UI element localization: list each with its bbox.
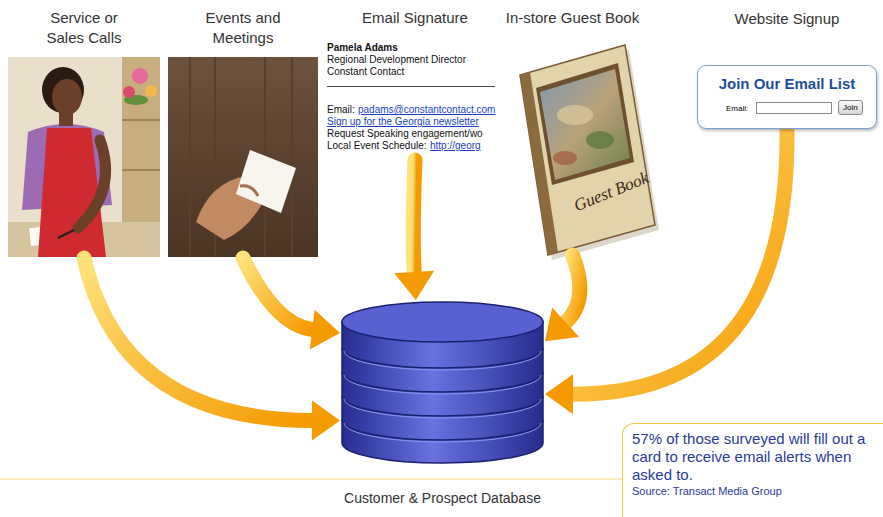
arrow-head (312, 400, 340, 440)
flow-arrow (243, 258, 340, 349)
arrow-head (310, 310, 340, 350)
signature-link: Sign up for the Georgia newsletter (327, 116, 479, 128)
guest-book-panel: In-store Guest BookGuest Book (500, 0, 645, 255)
database-cylinder-node: Customer & Prospect Database (340, 300, 545, 465)
sales-call-photo (8, 57, 160, 257)
source-panel: Events and Meetings (168, 0, 318, 258)
form-field-label: Email: (726, 104, 748, 114)
callout-text: 57% of those surveyed will fill out a ca… (632, 430, 873, 484)
arrow-shaft (573, 129, 787, 394)
signature-line: Request Speaking engagement/wo (327, 128, 483, 140)
flow-arrow (545, 129, 787, 414)
signature-field-label: Email: (327, 104, 355, 116)
arrow-shaft (413, 160, 415, 272)
email-input-field (756, 102, 832, 114)
source-heading: Events and Meetings (193, 8, 293, 48)
source-heading: In-store Guest Book (500, 8, 645, 28)
source-heading: Email Signature (325, 8, 505, 28)
flow-arrow (394, 160, 434, 300)
arrow-head (394, 271, 434, 300)
database-cylinder (340, 300, 545, 465)
flow-arrow (84, 258, 340, 440)
event-handshake-photo (168, 57, 318, 257)
arrow-head (545, 308, 579, 342)
signup-form-box: Website SignupJoin Our Email ListEmail:J… (697, 65, 877, 129)
source-heading: Website Signup (698, 9, 876, 29)
signature-title: Regional Development Director (327, 54, 466, 66)
form-title: Join Our Email List (698, 75, 876, 93)
signature-field-label: Local Event Schedule: (327, 140, 427, 152)
database-label: Customer & Prospect Database (344, 490, 541, 507)
arrow-shaft (566, 255, 580, 322)
signature-name: Pamela Adams (327, 42, 398, 54)
signature-link: padams@constantcontact.com (358, 104, 495, 116)
arrow-shaft (243, 258, 312, 330)
signature-company: Constant Contact (327, 66, 404, 78)
arrow-head (545, 374, 573, 414)
arrow-shaft (84, 258, 312, 420)
source-panel: Service or Sales Calls (8, 0, 160, 258)
join-button: Join (838, 100, 863, 115)
book-cover-title: Guest Book (571, 168, 652, 216)
guest-book-illustration (520, 45, 659, 260)
source-heading: Service or Sales Calls (34, 8, 134, 48)
button-label: Join (843, 102, 858, 113)
flow-arrow (545, 255, 580, 341)
signature-link: http://georg (430, 140, 481, 152)
email-signature-panel: Email SignaturePamela AdamsRegional Deve… (325, 0, 505, 160)
callout-source: Source: Transact Media Group (632, 484, 873, 498)
statistic-callout: 57% of those surveyed will fill out a ca… (622, 423, 883, 517)
divider-line (0, 479, 622, 480)
signature-divider (327, 86, 495, 87)
